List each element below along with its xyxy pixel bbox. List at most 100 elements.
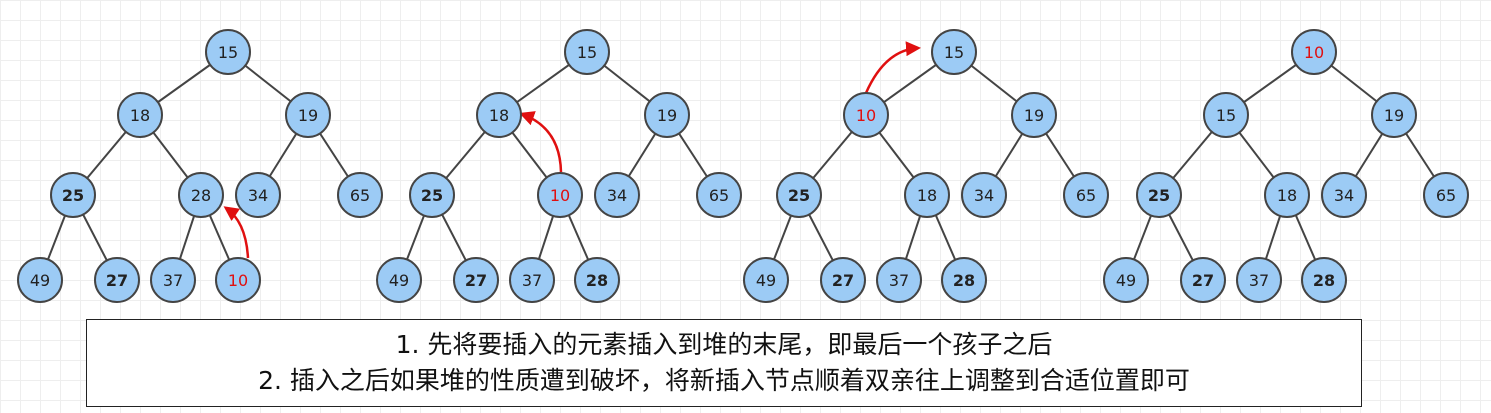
node-value: 10 (1304, 43, 1324, 62)
node-value: 49 (756, 271, 776, 290)
node-value: 34 (974, 186, 994, 205)
node-circle (94, 257, 140, 303)
node-value: 49 (389, 271, 409, 290)
node-value: 34 (1334, 186, 1354, 205)
node-value: 28 (953, 271, 975, 290)
node-circle (1291, 29, 1337, 75)
node-value: 27 (832, 271, 854, 290)
node-circle (50, 172, 96, 218)
tree-4-node-49: 49 (1103, 257, 1149, 303)
node-value: 19 (1384, 106, 1404, 125)
caption-box: 1. 先将要插入的元素插入到堆的末尾，即最后一个孩子之后 2. 插入之后如果堆的… (86, 319, 1362, 407)
tree-4-node-28: 28 (1301, 257, 1347, 303)
tree-2-node-28: 28 (574, 257, 620, 303)
tree-4-node-25: 25 (1136, 172, 1182, 218)
tree-3-node-65: 65 (1063, 172, 1109, 218)
tree-3-node-18: 18 (904, 172, 950, 218)
node-circle (1136, 172, 1182, 218)
node-value: 27 (465, 271, 487, 290)
tree-3-node-10: 10 (843, 92, 889, 138)
node-circle (337, 172, 383, 218)
node-circle (235, 172, 281, 218)
node-value: 28 (191, 186, 211, 205)
node-value: 10 (228, 271, 248, 290)
node-value: 15 (944, 43, 964, 62)
node-circle (117, 92, 163, 138)
tree-2-node-65: 65 (696, 172, 742, 218)
node-value: 25 (62, 186, 84, 205)
node-circle (1103, 257, 1149, 303)
node-circle (644, 92, 690, 138)
node-value: 37 (889, 271, 909, 290)
tree-2-node-34: 34 (594, 172, 640, 218)
tree-2-node-27: 27 (453, 257, 499, 303)
node-circle (1301, 257, 1347, 303)
node-value: 25 (1148, 186, 1170, 205)
tree-4-node-37: 37 (1236, 257, 1282, 303)
tree-3-node-27: 27 (820, 257, 866, 303)
node-circle (509, 257, 555, 303)
swap-arrow-2 (519, 111, 563, 173)
node-circle (941, 257, 987, 303)
node-circle (696, 172, 742, 218)
tree-3-node-28: 28 (941, 257, 987, 303)
node-value: 37 (163, 271, 183, 290)
tree-3-node-25: 25 (776, 172, 822, 218)
node-value: 18 (917, 186, 937, 205)
node-value: 19 (657, 106, 677, 125)
node-value: 28 (1313, 271, 1335, 290)
tree-1-node-19: 19 (285, 92, 331, 138)
node-circle (1423, 172, 1469, 218)
node-circle (1321, 172, 1367, 218)
node-value: 28 (586, 271, 608, 290)
swap-arrow-3 (864, 41, 921, 94)
node-circle (904, 172, 950, 218)
tree-3-node-19: 19 (1011, 92, 1057, 138)
tree-1-node-34: 34 (235, 172, 281, 218)
node-value: 15 (1216, 106, 1236, 125)
node-circle (1011, 92, 1057, 138)
tree-1-node-25: 25 (50, 172, 96, 218)
node-circle (409, 172, 455, 218)
node-circle (178, 172, 224, 218)
tree-4-node-27: 27 (1180, 257, 1226, 303)
node-circle (594, 172, 640, 218)
node-value: 27 (106, 271, 128, 290)
node-value: 18 (1277, 186, 1297, 205)
tree-3-node-37: 37 (876, 257, 922, 303)
node-circle (1264, 172, 1310, 218)
node-circle (1236, 257, 1282, 303)
node-value: 18 (130, 106, 150, 125)
tree-1-node-37: 37 (150, 257, 196, 303)
node-circle (843, 92, 889, 138)
node-circle (574, 257, 620, 303)
node-value: 65 (709, 186, 729, 205)
node-circle (1063, 172, 1109, 218)
node-circle (820, 257, 866, 303)
node-value: 65 (1076, 186, 1096, 205)
node-circle (1180, 257, 1226, 303)
tree-1-node-27: 27 (94, 257, 140, 303)
tree-1-node-10: 10 (215, 257, 261, 303)
node-value: 37 (522, 271, 542, 290)
node-value: 18 (489, 106, 509, 125)
node-value: 34 (607, 186, 627, 205)
tree-4-node-18: 18 (1264, 172, 1310, 218)
node-circle (215, 257, 261, 303)
tree-3-node-34: 34 (961, 172, 1007, 218)
tree-2-node-18: 18 (476, 92, 522, 138)
node-value: 15 (577, 43, 597, 62)
node-value: 49 (30, 271, 50, 290)
tree-2-node-19: 19 (644, 92, 690, 138)
node-circle (205, 29, 251, 75)
tree-4-node-65: 65 (1423, 172, 1469, 218)
caption-line-1: 1. 先将要插入的元素插入到堆的末尾，即最后一个孩子之后 (395, 330, 1053, 359)
node-circle (1371, 92, 1417, 138)
node-value: 10 (550, 186, 570, 205)
tree-1-node-18: 18 (117, 92, 163, 138)
node-circle (285, 92, 331, 138)
node-circle (961, 172, 1007, 218)
tree-4-node-10: 10 (1291, 29, 1337, 75)
node-circle (743, 257, 789, 303)
